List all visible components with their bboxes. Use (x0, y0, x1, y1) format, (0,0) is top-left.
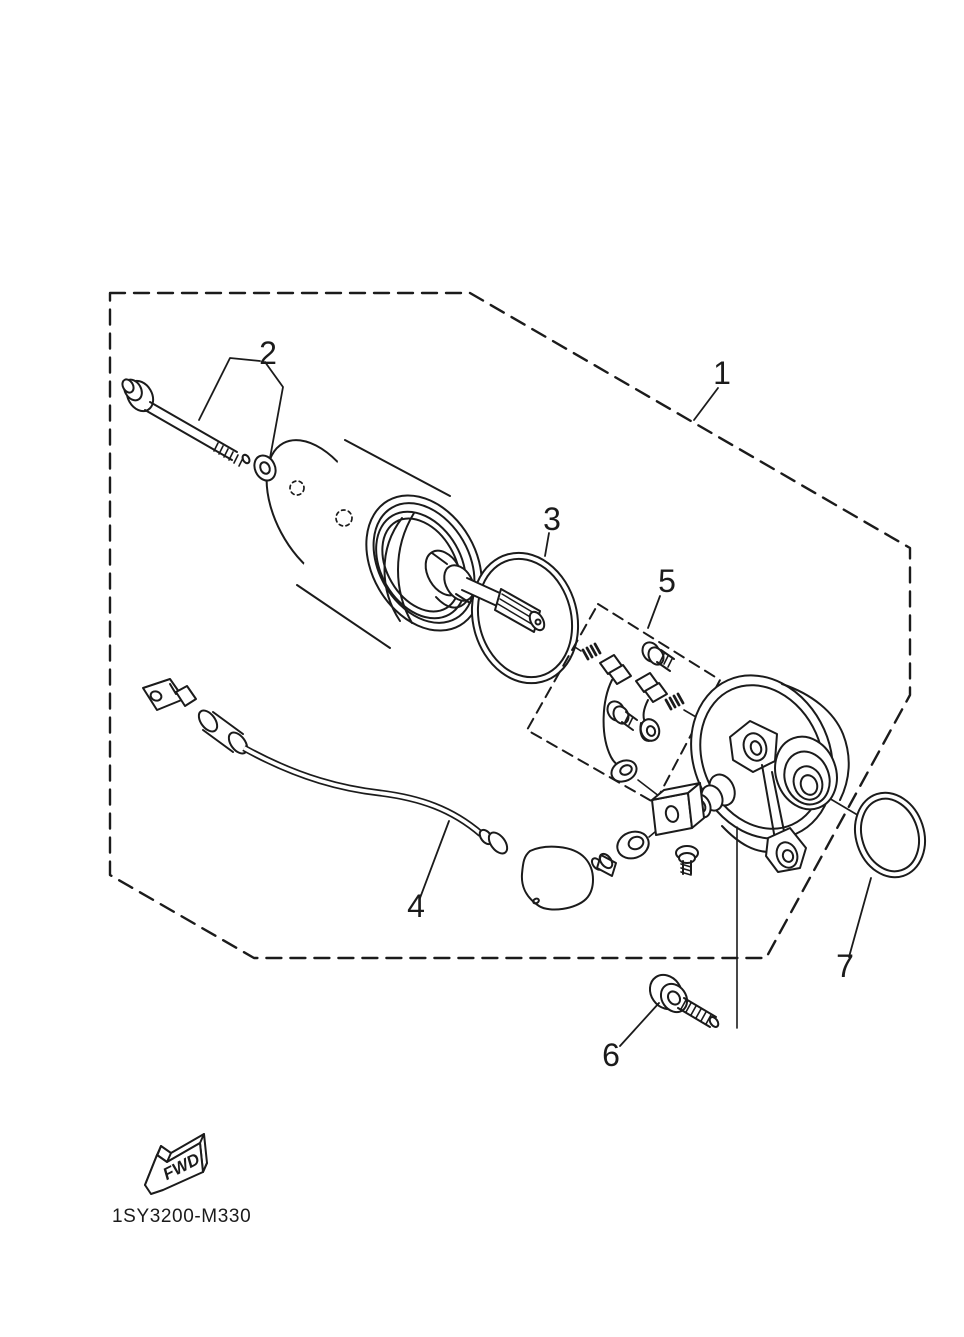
leader-1 (693, 387, 719, 421)
yoke-bottom-edge (296, 584, 391, 649)
cable-boot-nib (532, 897, 540, 905)
shaft-body (461, 578, 501, 606)
leader-3 (544, 532, 550, 557)
washer2-outer (253, 454, 277, 482)
leader-2a (198, 357, 261, 421)
oring7-outer (854, 791, 926, 879)
brush-block-a2 (608, 664, 632, 685)
brush-set-dashed-outline (526, 603, 721, 804)
leader-7 (848, 877, 872, 958)
brush-hook-ring-hole (645, 725, 657, 737)
cover-screw (675, 845, 699, 876)
bolt6-threads (680, 999, 712, 1025)
callout-3: 3 (543, 501, 561, 537)
bolt2-tip (241, 453, 251, 465)
oring3-inner (476, 557, 574, 679)
cable-crimp (175, 685, 197, 707)
cover-bore-2 (783, 750, 831, 806)
cable-sleeve3-end (598, 852, 614, 870)
leader-4 (419, 820, 450, 899)
callout-leaders (198, 357, 872, 1047)
bolt-6 (648, 973, 720, 1028)
armature-shaft (424, 549, 546, 633)
yoke-vent-hole2 (335, 509, 353, 527)
cover-bore-3 (792, 765, 824, 801)
washer2-hole (259, 461, 271, 475)
leader-6 (619, 1002, 660, 1047)
cover-upper-ear-hole2 (749, 740, 763, 756)
terminal-block-hole (664, 805, 680, 823)
spline-tip-center (534, 618, 542, 626)
callout-5: 5 (658, 563, 676, 599)
cover-dome (781, 683, 850, 801)
cable-sleeve1-body (202, 712, 243, 752)
callout-6: 6 (602, 1037, 620, 1073)
brush-ring-terminal-hole (619, 764, 633, 776)
yoke-top-edge (344, 439, 451, 497)
assembly-boundary-dashed-outline (108, 291, 912, 960)
cable-lug-notch (169, 683, 177, 695)
brush-spring-b (664, 692, 685, 711)
motor-yoke (265, 439, 483, 649)
cover-strut1 (761, 764, 777, 846)
bolt-2 (121, 378, 251, 467)
oring-7 (854, 791, 926, 879)
cable-wire-inner (243, 746, 483, 836)
cover-bore-4 (799, 774, 819, 796)
cable-ring-terminal (616, 830, 650, 860)
brush-lead-wire (602, 679, 620, 767)
cover-flange-inner (699, 684, 825, 830)
cable-sleeve2 (487, 831, 509, 855)
brush-hook-ring (639, 718, 661, 742)
bolt2-hex-top (121, 378, 135, 394)
cable-boot (520, 845, 594, 911)
brush-screw-a (641, 641, 675, 672)
shaft-spline (494, 588, 541, 633)
brush-block-b2 (644, 682, 668, 703)
winding-arc2 (397, 512, 415, 624)
yoke-vent-hole1 (289, 480, 305, 496)
brush-set-box (526, 603, 721, 804)
bolt6-socket (666, 990, 682, 1006)
callout-2: 2 (259, 335, 277, 371)
washer-2 (253, 454, 277, 482)
bolt6-tip (708, 1016, 720, 1028)
bolt2-threads (213, 442, 244, 467)
leader-2b (264, 361, 284, 459)
end-cover (651, 674, 850, 876)
brush-spring-a (581, 642, 602, 661)
battery-cable (142, 678, 650, 911)
winding-arc3 (435, 596, 467, 609)
cover-lower-ear-hole2 (781, 849, 795, 863)
callout-7: 7 (836, 948, 854, 984)
armature-winding-ring2 (381, 517, 461, 613)
fwd-arrow: FWD (144, 1133, 208, 1195)
cable-sleeve1-end (197, 709, 219, 733)
leader-5 (647, 595, 661, 629)
cover-strut2 (771, 771, 787, 842)
fwd-arrow-face (144, 1142, 204, 1195)
winding-arc1 (383, 517, 403, 622)
cable-lug-hole (149, 690, 163, 702)
spline-tip (528, 610, 546, 632)
part-code-text: 1SY3200-M330 (112, 1206, 251, 1227)
cable-ring-terminal-hole (627, 835, 645, 851)
callout-1: 1 (713, 355, 731, 391)
callout-4: 4 (407, 888, 425, 924)
callout-labels: 1 2 3 4 5 6 7 (259, 335, 854, 1073)
oring7-inner (860, 797, 920, 873)
terminal-block (651, 782, 705, 836)
brush-screw-b (606, 700, 638, 731)
